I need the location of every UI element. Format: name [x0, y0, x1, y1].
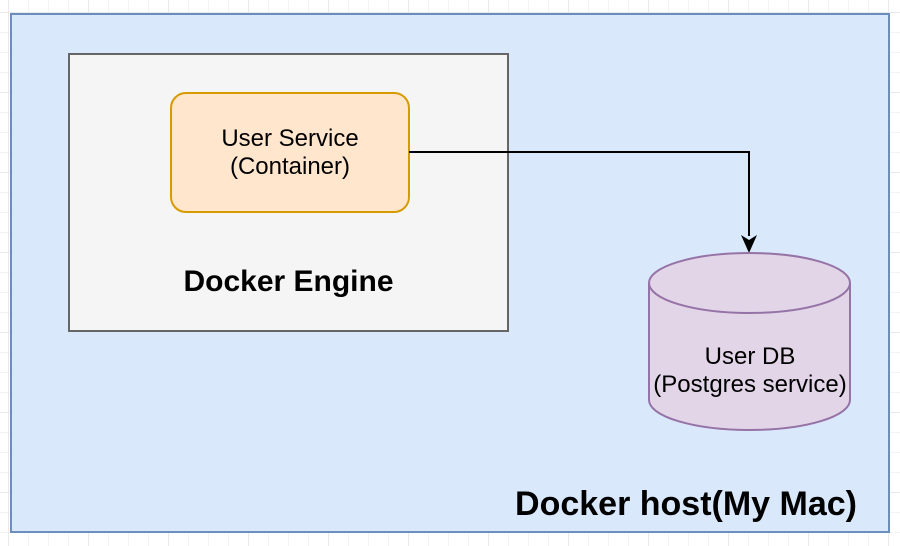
- user-db-label: User DB (Postgres service): [639, 343, 861, 399]
- node-user-service[interactable]: User Service (Container): [170, 92, 410, 213]
- docker-engine-label: Docker Engine: [183, 265, 394, 298]
- user-db-label-line1: User DB: [704, 343, 796, 370]
- edge-service-to-db[interactable]: [409, 151, 750, 236]
- cylinder-top-arc: [648, 282, 851, 314]
- user-service-label-line2: (Container): [229, 152, 351, 180]
- user-db-label-line2: (Postgres service): [653, 371, 847, 398]
- edge-arrowhead-icon: [741, 235, 757, 253]
- user-service-label-line1: User Service: [221, 124, 359, 152]
- node-user-db[interactable]: [648, 252, 851, 431]
- docker-host-label: Docker host(My Mac): [515, 485, 857, 523]
